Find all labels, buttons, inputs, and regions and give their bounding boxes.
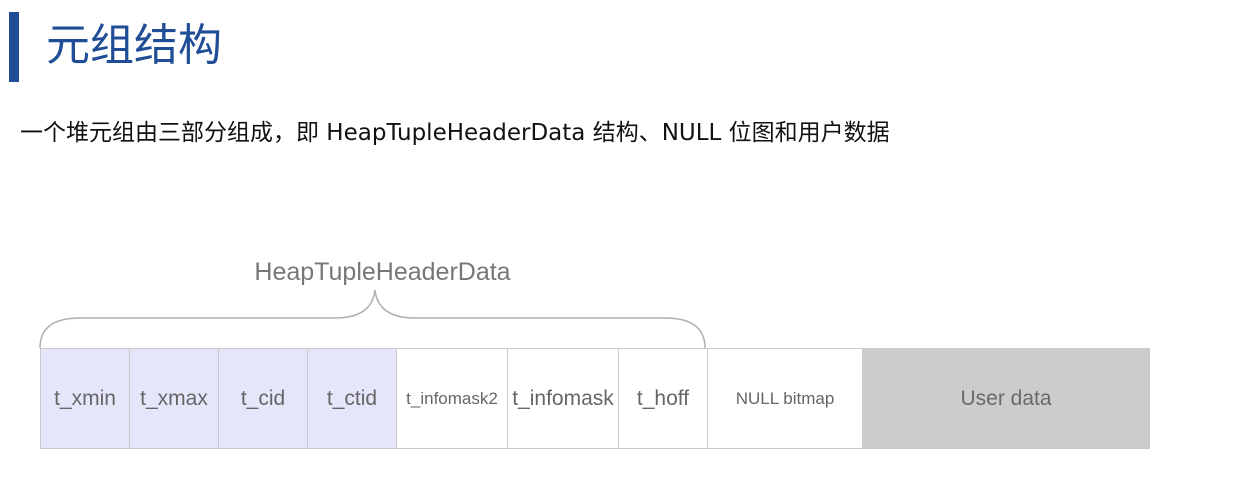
field-t-infomask2: t_infomask2 — [396, 348, 508, 449]
field-user-data: User data — [862, 348, 1150, 449]
field-t-xmax: t_xmax — [129, 348, 219, 449]
field-t-infomask: t_infomask — [507, 348, 619, 449]
field-t-xmin: t_xmin — [40, 348, 130, 449]
field-t-ctid: t_ctid — [307, 348, 397, 449]
title-accent-bar — [9, 12, 19, 82]
brace-path — [39, 289, 706, 349]
tuple-structure-row: t_xmin t_xmax t_cid t_ctid t_infomask2 t… — [40, 348, 1150, 449]
page-description: 一个堆元组由三部分组成，即 HeapTupleHeaderData 结构、NUL… — [20, 120, 890, 146]
field-t-cid: t_cid — [218, 348, 308, 449]
header-group-label: HeapTupleHeaderData — [254, 258, 511, 286]
field-null-bitmap: NULL bitmap — [707, 348, 863, 449]
page-title: 元组结构 — [46, 20, 222, 71]
field-t-hoff: t_hoff — [618, 348, 708, 449]
